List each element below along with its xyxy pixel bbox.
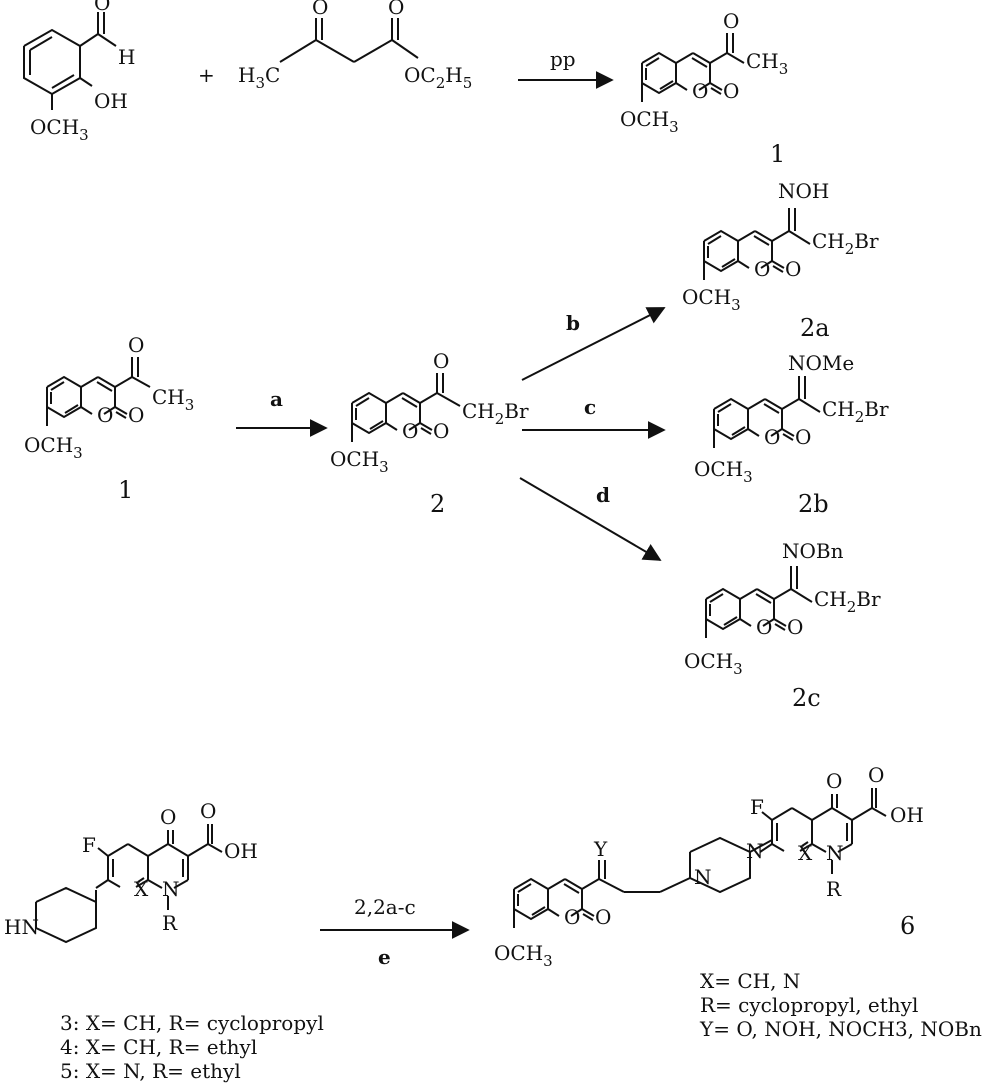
- product6-oh-label: OH: [890, 803, 924, 827]
- quinolone-o-label: O: [160, 805, 176, 829]
- coumarin-structure-2c: [705, 566, 813, 639]
- reagent-d-label: d: [596, 483, 610, 507]
- plus-sign: +: [198, 63, 215, 87]
- compound1-mid-o-carbonyl: O: [128, 403, 144, 427]
- quinolone-f-label: F: [82, 833, 96, 857]
- compound-number-2a: 2a: [800, 314, 830, 342]
- product6-ome: OCH3: [494, 941, 553, 970]
- quinolone-structure: [35, 823, 223, 943]
- ester-h3c-label: H3C: [238, 63, 280, 92]
- legend-line-3: 3: X= CH, R= cyclopropyl: [60, 1011, 324, 1035]
- aldehyde-h-label: H: [118, 45, 135, 69]
- reagent-a-label: a: [270, 387, 283, 411]
- compound2b-o-ring: O: [764, 425, 780, 449]
- coumarin-structure-1-top: [641, 33, 745, 103]
- quinolone-oh-label: OH: [224, 839, 258, 863]
- quinolone-n-label: N: [162, 877, 180, 901]
- compound2a-o-carbonyl: O: [785, 257, 801, 281]
- compound2c-oxime: NOBn: [782, 539, 844, 563]
- coumarin-structure-2a: [703, 208, 811, 281]
- reagent-2-2a-c-label: 2,2a-c: [354, 895, 416, 919]
- coumarin-structure-2b: [713, 376, 821, 449]
- product6-piperazine-n2: N: [746, 839, 764, 863]
- compound-number-1-middle: 1: [118, 476, 133, 504]
- compound1-top-o-exo: O: [723, 9, 739, 33]
- quinolone-x-label: X: [134, 877, 149, 901]
- legend-line-5: 5: X= N, R= ethyl: [60, 1059, 241, 1083]
- coumarin-structure-2: [351, 373, 461, 443]
- compound1-mid-o-ring: O: [97, 403, 113, 427]
- compound2c-ome: OCH3: [684, 649, 743, 678]
- compound-number-2c: 2c: [792, 684, 821, 712]
- product6-structure: [513, 787, 887, 929]
- compound2b-o-carbonyl: O: [795, 425, 811, 449]
- compound1-top-ch3: CH3: [746, 49, 788, 78]
- product6-o-carbonyl: O: [595, 905, 611, 929]
- compound1-top-o-carbonyl: O: [723, 79, 739, 103]
- product6-f-label: F: [750, 795, 764, 819]
- compound-number-2b: 2b: [798, 490, 829, 518]
- compound2c-o-ring: O: [756, 615, 772, 639]
- compound1-mid-o-exo: O: [128, 333, 144, 357]
- product6-o-ring: O: [564, 905, 580, 929]
- product6-legend-r: R= cyclopropyl, ethyl: [700, 993, 918, 1017]
- compound2-o-carbonyl: O: [433, 419, 449, 443]
- product6-o-label: O: [826, 769, 842, 793]
- compound2-o-ring: O: [402, 419, 418, 443]
- product6-y-label: Y: [593, 837, 608, 861]
- compound2a-ch2br: CH2Br: [812, 229, 879, 258]
- product6-n-label: N: [826, 841, 844, 865]
- quinolone-acid-o-label: O: [200, 799, 216, 823]
- legend-line-4: 4: X= CH, R= ethyl: [60, 1035, 257, 1059]
- compound1-mid-ome: OCH3: [24, 433, 83, 462]
- reagent-b-label: b: [566, 311, 580, 335]
- compound2-ch2br: CH2Br: [462, 399, 529, 428]
- reagent-e-label: e: [378, 945, 391, 969]
- product6-piperazine-n: N: [694, 865, 712, 889]
- quinolone-hn-label: HN: [4, 915, 39, 939]
- ester-oet-label: OC2H5: [404, 63, 472, 92]
- quinolone-r-label: R: [162, 911, 178, 935]
- compound2c-o-carbonyl: O: [787, 615, 803, 639]
- compound2b-oxime: NOMe: [788, 351, 854, 375]
- aldehyde-o-label: O: [94, 0, 110, 15]
- compound1-mid-ch3: CH3: [152, 385, 194, 414]
- aldehyde-oh-label: OH: [94, 89, 128, 113]
- product6-legend-x: X= CH, N: [700, 969, 800, 993]
- reagent-c-label: c: [584, 395, 596, 419]
- ester-structure: [279, 18, 419, 63]
- product6-legend-y: Y= O, NOH, NOCH3, NOBn: [699, 1017, 982, 1041]
- product6-x-label: X: [798, 841, 813, 865]
- product6-acid-o-label: O: [868, 763, 884, 787]
- aldehyde-structure: [23, 12, 117, 110]
- compound-number-1-top: 1: [770, 140, 785, 168]
- reaction-arrow-d: [519, 477, 662, 561]
- compound-number-2: 2: [430, 490, 445, 518]
- reaction-arrow-b: [521, 307, 666, 381]
- coumarin-structure-1-middle: [46, 357, 151, 427]
- product6-r-label: R: [826, 877, 842, 901]
- compound2-o-exo: O: [433, 349, 449, 373]
- ester-carbonyl-o-label: O: [388, 0, 404, 19]
- reagent-pp-label: pp: [550, 47, 576, 71]
- compound2b-ome: OCH3: [694, 457, 753, 486]
- aldehyde-ome-label: OCH3: [30, 115, 89, 144]
- compound1-top-o-ring: O: [692, 79, 708, 103]
- ester-ketone-o-label: O: [312, 0, 328, 19]
- compound2a-ome: OCH3: [682, 285, 741, 314]
- compound2-ome: OCH3: [330, 447, 389, 476]
- compound2b-ch2br: CH2Br: [822, 397, 889, 426]
- compound1-top-ome: OCH3: [620, 107, 679, 136]
- compound-number-6: 6: [900, 912, 915, 940]
- compound2c-ch2br: CH2Br: [814, 587, 881, 616]
- compound2a-oxime: NOH: [778, 179, 829, 203]
- compound2a-o-ring: O: [754, 257, 770, 281]
